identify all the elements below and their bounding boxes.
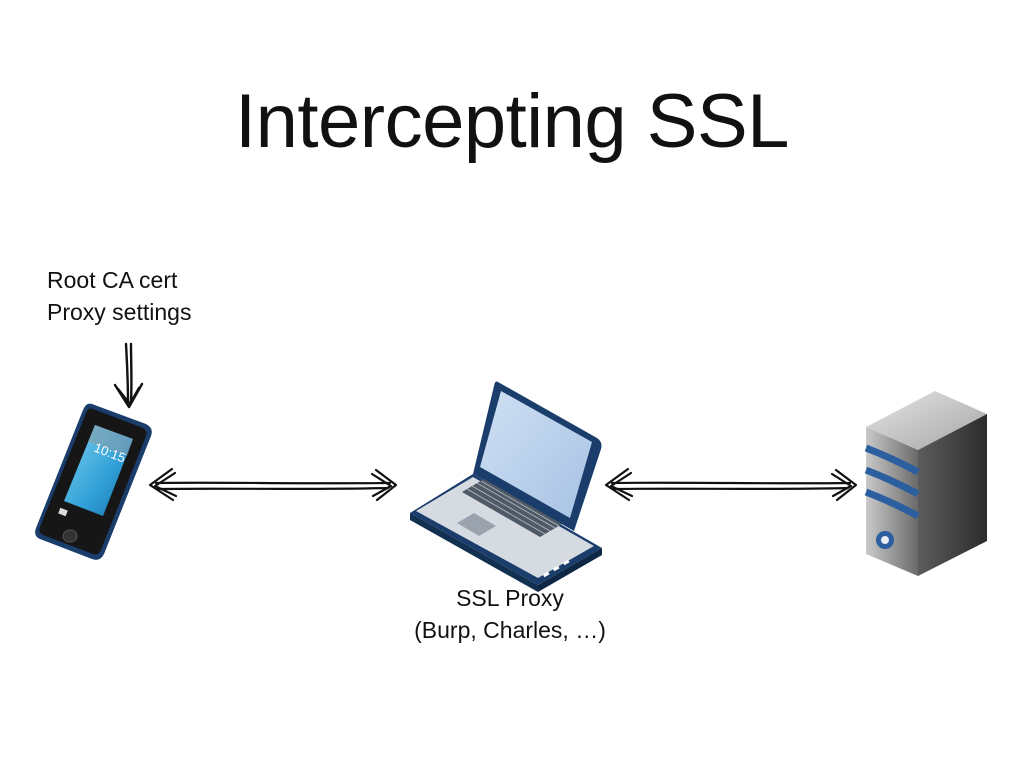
proxy-label-line2: (Burp, Charles, …) [414, 617, 606, 643]
laptop-server-arrow [604, 467, 858, 502]
down-arrow [113, 342, 144, 409]
proxy-label-line1: SSL Proxy [456, 585, 564, 611]
laptop-icon [410, 381, 602, 592]
smartphone-icon: 10:15 [35, 403, 152, 560]
phone-note-root-ca: Root CA cert [47, 267, 178, 293]
slide-title: Intercepting SSL [235, 79, 789, 164]
phone-notes: Root CA cert Proxy settings [47, 264, 191, 328]
phone-note-proxy-settings: Proxy settings [47, 299, 192, 325]
phone-laptop-arrow [148, 467, 398, 502]
server-icon [864, 391, 987, 576]
proxy-label: SSL Proxy (Burp, Charles, …) [380, 582, 640, 646]
